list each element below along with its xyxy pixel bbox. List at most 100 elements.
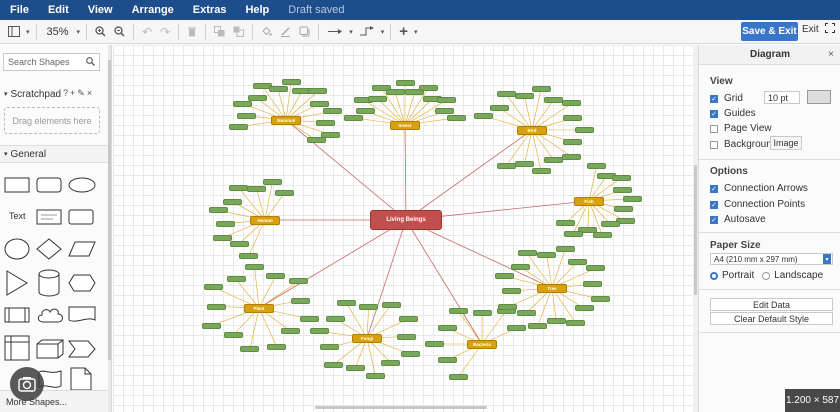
leaf-node[interactable] bbox=[437, 97, 457, 104]
scratchpad-drop-area[interactable]: Drag elements here bbox=[4, 107, 100, 134]
leaf-node[interactable] bbox=[310, 100, 330, 107]
leaf-node[interactable] bbox=[574, 305, 594, 312]
leaf-node[interactable] bbox=[299, 315, 319, 322]
shadow-icon[interactable] bbox=[295, 22, 314, 42]
portrait-radio[interactable] bbox=[710, 271, 718, 280]
waypoint-icon[interactable] bbox=[355, 22, 379, 42]
leaf-node[interactable] bbox=[262, 179, 282, 186]
clear-default-style-button[interactable]: Clear Default Style bbox=[710, 312, 833, 325]
center-node[interactable]: Living Beings bbox=[370, 210, 442, 230]
menu-edit[interactable]: Edit bbox=[47, 4, 69, 16]
hub-node[interactable]: Tree bbox=[537, 283, 567, 293]
canvas-horizontal-scrollbar[interactable] bbox=[315, 406, 487, 409]
leaf-node[interactable] bbox=[206, 303, 226, 310]
hub-node[interactable]: Bird bbox=[517, 125, 547, 135]
leaf-node[interactable] bbox=[574, 127, 594, 133]
rectangle-shape[interactable] bbox=[4, 177, 30, 193]
leaf-node[interactable] bbox=[237, 112, 257, 119]
leaf-node[interactable] bbox=[291, 297, 311, 304]
search-shapes-input[interactable]: Search Shapes bbox=[3, 53, 100, 71]
leaf-node[interactable] bbox=[319, 344, 339, 351]
autosave-option[interactable]: ✓ Autosave bbox=[710, 214, 766, 225]
leaf-node[interactable] bbox=[308, 88, 328, 95]
leaf-node[interactable] bbox=[515, 160, 535, 167]
hub-node[interactable]: Fungi bbox=[352, 333, 382, 343]
zoom-level[interactable]: 35% bbox=[46, 25, 69, 38]
leaf-node[interactable] bbox=[229, 123, 249, 130]
guides-checkbox[interactable]: ✓ bbox=[710, 109, 718, 118]
leaf-node[interactable] bbox=[326, 315, 346, 322]
step-shape[interactable] bbox=[68, 340, 96, 358]
leaf-node[interactable] bbox=[399, 315, 419, 322]
leaf-node[interactable] bbox=[515, 93, 535, 100]
textbox-shape[interactable] bbox=[36, 209, 62, 225]
leaf-node[interactable] bbox=[344, 114, 364, 121]
leaf-node[interactable] bbox=[229, 240, 249, 247]
leaf-node[interactable] bbox=[543, 156, 563, 163]
leaf-node[interactable] bbox=[546, 317, 566, 324]
leaf-node[interactable] bbox=[381, 301, 401, 308]
scratchpad-header[interactable]: ▾ Scratchpad bbox=[0, 86, 108, 102]
leaf-node[interactable] bbox=[583, 281, 603, 288]
leaf-node[interactable] bbox=[537, 252, 557, 259]
leaf-node[interactable] bbox=[320, 131, 340, 138]
leaf-node[interactable] bbox=[247, 186, 267, 193]
paper-size-select[interactable]: A4 (210 mm x 297 mm) ▾ bbox=[710, 253, 833, 265]
ellipse-shape[interactable] bbox=[68, 177, 96, 193]
triangle-shape[interactable] bbox=[6, 270, 28, 296]
leaf-node[interactable] bbox=[592, 231, 612, 238]
page-view-option[interactable]: Page View bbox=[710, 123, 772, 134]
grid-color-swatch[interactable] bbox=[807, 90, 831, 104]
leaf-node[interactable] bbox=[323, 362, 343, 369]
leaf-node[interactable] bbox=[337, 300, 357, 307]
leaf-node[interactable] bbox=[281, 78, 301, 85]
leaf-node[interactable] bbox=[315, 119, 335, 126]
leaf-node[interactable] bbox=[496, 90, 516, 97]
leaf-node[interactable] bbox=[473, 112, 493, 119]
leaf-node[interactable] bbox=[226, 276, 246, 283]
sidebar-scrollbar-thumb[interactable] bbox=[108, 60, 111, 360]
hub-node[interactable]: Fish bbox=[574, 196, 604, 206]
leaf-node[interactable] bbox=[202, 322, 222, 329]
leaf-node[interactable] bbox=[614, 205, 634, 212]
leaf-node[interactable] bbox=[265, 273, 285, 280]
leaf-node[interactable] bbox=[275, 189, 295, 196]
leaf-node[interactable] bbox=[623, 195, 643, 202]
leaf-node[interactable] bbox=[563, 230, 583, 237]
leaf-node[interactable] bbox=[405, 88, 425, 95]
cloud-shape[interactable] bbox=[36, 305, 64, 325]
leaf-node[interactable] bbox=[494, 273, 514, 280]
cylinder-shape[interactable] bbox=[38, 269, 60, 297]
leaf-node[interactable] bbox=[612, 186, 632, 193]
leaf-node[interactable] bbox=[489, 105, 509, 112]
edit-data-button[interactable]: Edit Data bbox=[710, 298, 833, 311]
leaf-node[interactable] bbox=[365, 372, 385, 379]
leaf-node[interactable] bbox=[511, 263, 531, 270]
delete-icon[interactable] bbox=[183, 22, 201, 42]
text-shape[interactable]: Text bbox=[9, 211, 26, 221]
fullscreen-icon[interactable] bbox=[825, 23, 835, 36]
canvas-scrollbar-thumb[interactable] bbox=[694, 165, 697, 295]
menu-arrange[interactable]: Arrange bbox=[131, 4, 174, 16]
leaf-node[interactable] bbox=[223, 198, 243, 205]
grid-size-input[interactable]: 10 pt bbox=[764, 91, 800, 104]
leaf-node[interactable] bbox=[280, 328, 300, 335]
leaf-node[interactable] bbox=[356, 108, 376, 115]
leaf-node[interactable] bbox=[368, 95, 388, 102]
connection-arrows-option[interactable]: ✓ Connection Arrows bbox=[710, 183, 808, 194]
exit-button[interactable]: Exit bbox=[802, 24, 819, 35]
circle-shape[interactable] bbox=[4, 238, 30, 260]
leaf-node[interactable] bbox=[448, 374, 468, 381]
leaf-node[interactable] bbox=[372, 84, 392, 91]
grid-checkbox[interactable]: ✓ bbox=[710, 94, 718, 103]
parallelogram-shape[interactable] bbox=[68, 241, 96, 257]
guides-option[interactable]: ✓ Guides bbox=[710, 108, 756, 119]
hub-node[interactable]: Bacteria bbox=[467, 339, 497, 349]
leaf-node[interactable] bbox=[289, 278, 309, 285]
leaf-node[interactable] bbox=[323, 108, 343, 115]
page-view-checkbox[interactable] bbox=[710, 124, 718, 133]
internal-storage-shape[interactable] bbox=[4, 335, 30, 361]
leaf-node[interactable] bbox=[562, 153, 582, 160]
leaf-node[interactable] bbox=[345, 365, 365, 372]
